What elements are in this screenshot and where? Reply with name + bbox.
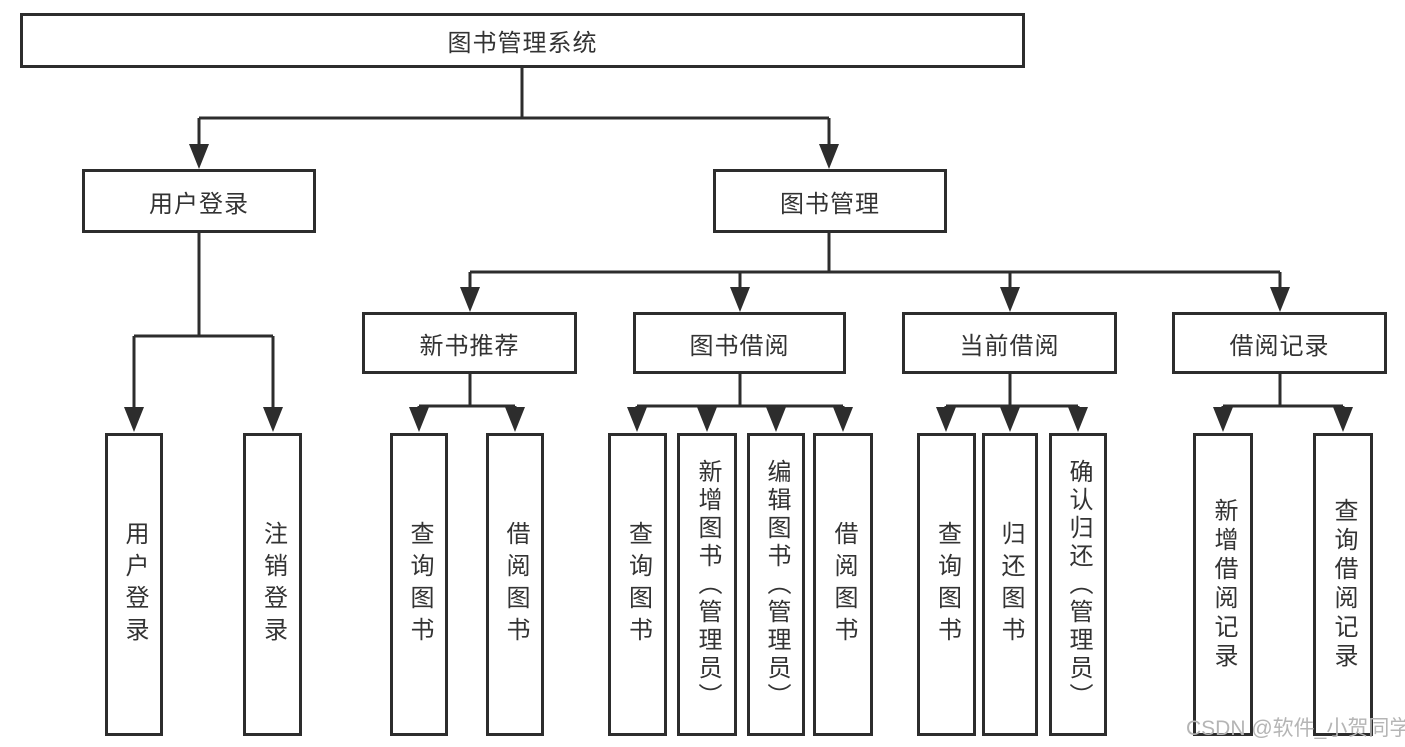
leaf-borrow-books-label: 借阅图书 xyxy=(830,520,857,649)
arrowhead-icon xyxy=(730,287,750,312)
node-book-management-label: 图书管理 xyxy=(780,190,880,218)
arrowhead-icon xyxy=(766,407,786,432)
leaf-add-borrow-record: 新增借阅记录 xyxy=(1193,433,1253,736)
arrowhead-icon xyxy=(124,407,144,432)
node-current-borrow-label: 当前借阅 xyxy=(959,332,1060,360)
leaf-borrow-books-recommend-label: 借阅图书 xyxy=(502,520,529,649)
arrowhead-icon xyxy=(627,407,647,432)
leaf-borrow-books-recommend: 借阅图书 xyxy=(486,433,544,736)
leaf-user-login: 用户登录 xyxy=(105,433,163,736)
leaf-query-borrow-record-label: 查询借阅记录 xyxy=(1330,497,1357,672)
leaf-edit-book-admin-label: 编辑图书（管理员） xyxy=(763,458,790,711)
node-book-management: 图书管理 xyxy=(713,169,947,233)
node-book-borrow: 图书借阅 xyxy=(633,312,846,374)
leaf-return-book: 归还图书 xyxy=(982,433,1038,736)
node-book-borrow-label: 图书借阅 xyxy=(689,332,790,360)
leaf-logout-label: 注销登录 xyxy=(259,520,287,649)
leaf-query-borrow-record: 查询借阅记录 xyxy=(1313,433,1373,736)
node-new-book-recommend: 新书推荐 xyxy=(362,312,577,374)
leaf-query-books-current: 查询图书 xyxy=(917,433,976,736)
leaf-query-books-current-label: 查询图书 xyxy=(933,520,961,649)
leaf-return-book-label: 归还图书 xyxy=(997,520,1024,649)
arrowheads xyxy=(124,144,1353,432)
arrowhead-icon xyxy=(505,407,525,432)
node-user-login-label: 用户登录 xyxy=(149,190,249,218)
arrowhead-icon xyxy=(833,407,853,432)
arrowhead-icon xyxy=(936,407,956,432)
leaf-user-login-label: 用户登录 xyxy=(121,520,148,649)
leaf-borrow-books: 借阅图书 xyxy=(813,433,873,736)
leaf-query-books-recommend-label: 查询图书 xyxy=(406,520,433,649)
node-system-root: 图书管理系统 xyxy=(20,13,1025,68)
arrowhead-icon xyxy=(1333,407,1353,432)
arrowhead-icon xyxy=(409,407,429,432)
leaf-add-borrow-record-label: 新增借阅记录 xyxy=(1210,497,1237,672)
arrowhead-icon xyxy=(1000,407,1020,432)
node-borrow-records-label: 借阅记录 xyxy=(1229,332,1330,360)
node-user-login: 用户登录 xyxy=(82,169,316,233)
arrowhead-icon xyxy=(1000,287,1020,312)
leaf-confirm-return-admin-label: 确认归还（管理员） xyxy=(1065,458,1092,711)
arrowhead-icon xyxy=(263,407,283,432)
node-system-root-label: 图书管理系统 xyxy=(447,30,598,57)
arrowhead-icon xyxy=(1270,287,1290,312)
arrowhead-icon xyxy=(460,287,480,312)
leaf-confirm-return-admin: 确认归还（管理员） xyxy=(1049,433,1107,736)
watermark-text: CSDN @软件_小贺同学 xyxy=(1186,717,1405,740)
node-borrow-records: 借阅记录 xyxy=(1172,312,1387,374)
arrowhead-icon xyxy=(697,407,717,432)
arrowhead-icon xyxy=(1068,407,1088,432)
leaf-query-books-borrow: 查询图书 xyxy=(608,433,667,736)
leaf-add-book-admin: 新增图书（管理员） xyxy=(677,433,737,736)
leaf-logout: 注销登录 xyxy=(243,433,302,736)
node-current-borrow: 当前借阅 xyxy=(902,312,1117,374)
arrowhead-icon xyxy=(819,144,839,169)
arrowhead-icon xyxy=(189,144,209,169)
leaf-edit-book-admin: 编辑图书（管理员） xyxy=(747,433,805,736)
arrowhead-icon xyxy=(1213,407,1233,432)
leaf-add-book-admin-label: 新增图书（管理员） xyxy=(694,458,721,711)
node-new-book-recommend-label: 新书推荐 xyxy=(419,332,520,360)
leaf-query-books-borrow-label: 查询图书 xyxy=(624,520,652,649)
leaf-query-books-recommend: 查询图书 xyxy=(390,433,448,736)
